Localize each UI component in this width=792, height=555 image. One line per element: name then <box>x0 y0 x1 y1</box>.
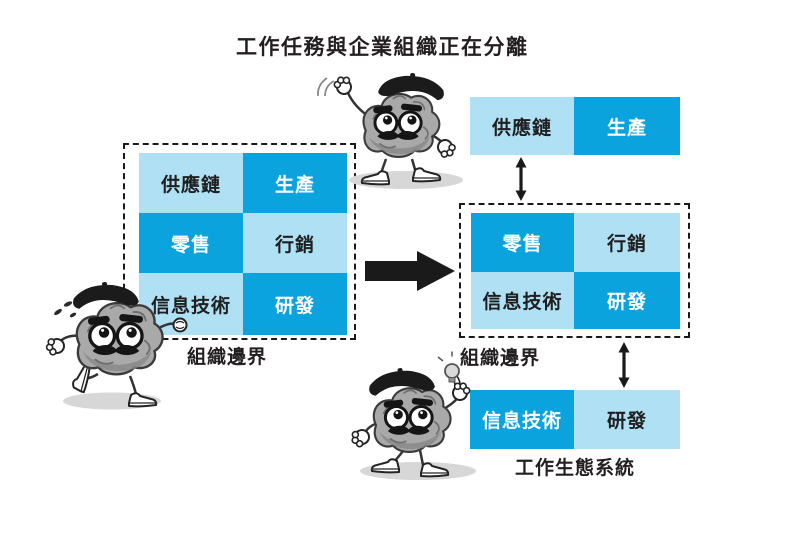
brain-character-running <box>44 277 188 410</box>
org-cell-marketing: 行銷 <box>574 213 680 272</box>
org-cell-retail: 零售 <box>471 213 574 272</box>
ecosystem-cell-it: 信息技術 <box>470 390 574 449</box>
double-arrow-bottom <box>618 342 630 388</box>
diagram-title: 工作任務與企業組織正在分離 <box>236 36 529 59</box>
org-cell-it: 信息技術 <box>139 273 243 335</box>
transform-right-arrow <box>365 251 455 291</box>
detached-cell-production: 生產 <box>574 97 680 155</box>
org-cell-production: 生產 <box>243 153 347 213</box>
wave-motion-lines-icon <box>317 77 335 97</box>
org-cell-it: 信息技術 <box>471 272 574 329</box>
double-arrow-top <box>515 157 527 201</box>
right-org-boundary-box <box>459 203 690 338</box>
left-org-boundary-label: 組織邊界 <box>187 347 268 368</box>
right-org-grid: 零售 行銷 信息技術 研發 <box>471 213 680 329</box>
brain-character-waving <box>317 68 463 189</box>
idea-lightbulb-icon <box>437 351 467 383</box>
brain-character-idea <box>348 351 476 480</box>
sweat-drops-icon <box>54 301 77 318</box>
left-org-grid: 供應鏈 生產 零售 行銷 信息技術 研發 <box>139 153 347 335</box>
org-cell-rd: 研發 <box>574 272 680 329</box>
ecosystem-row: 信息技術 研發 <box>470 390 680 449</box>
detached-row: 供應鏈 生產 <box>470 97 680 155</box>
left-org-boundary-box <box>123 143 356 340</box>
org-cell-rd: 研發 <box>243 273 347 335</box>
org-cell-supply-chain: 供應鏈 <box>139 153 243 213</box>
ecosystem-cell-rd: 研發 <box>574 390 680 449</box>
org-cell-retail: 零售 <box>139 213 243 273</box>
detached-cell-supply-chain: 供應鏈 <box>470 97 574 155</box>
right-org-boundary-label: 組織邊界 <box>460 348 541 369</box>
org-cell-marketing: 行銷 <box>243 213 347 273</box>
ecosystem-label: 工作生態系統 <box>514 458 635 479</box>
